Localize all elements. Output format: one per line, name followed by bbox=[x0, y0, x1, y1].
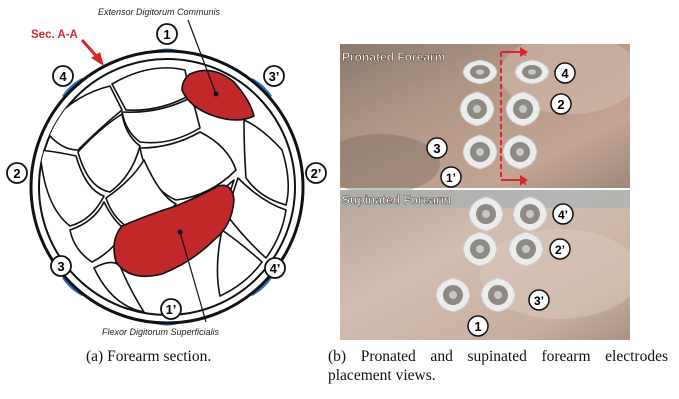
svg-text:3’: 3’ bbox=[269, 69, 280, 84]
photo-label-4prime: 4’ bbox=[553, 204, 573, 224]
leader-dot-top bbox=[214, 92, 219, 97]
svg-text:4’: 4’ bbox=[558, 208, 568, 222]
electrode-placement-photos: Pronated Forearm Supinated Forearm A A 4… bbox=[340, 44, 630, 340]
svg-text:4: 4 bbox=[561, 66, 569, 81]
svg-text:2’: 2’ bbox=[311, 166, 322, 181]
electrode-label-2: 2 bbox=[7, 163, 27, 183]
svg-text:3: 3 bbox=[433, 141, 440, 156]
photo-label-2: 2 bbox=[551, 94, 571, 114]
section-label: Sec. A-A bbox=[31, 29, 78, 41]
caption-forearm-section: (a) Forearm section. bbox=[86, 347, 286, 366]
svg-text:3’: 3’ bbox=[534, 294, 544, 308]
leader-dot-bottom bbox=[178, 230, 183, 235]
svg-text:2: 2 bbox=[13, 166, 20, 181]
supinated-title: Supinated Forearm bbox=[342, 193, 451, 207]
forearm-section-figure: Extensor Digitorum Communis Flexor Digit… bbox=[0, 0, 330, 345]
electrode-label-1prime: 1’ bbox=[161, 299, 181, 319]
section-marker-top: A bbox=[520, 48, 527, 58]
svg-text:2’: 2’ bbox=[555, 243, 565, 257]
electrode-label-2prime: 2’ bbox=[306, 163, 326, 183]
section-marker-bottom: A bbox=[520, 177, 527, 187]
photo-label-3: 3 bbox=[427, 138, 447, 158]
muscle-label-top: Extensor Digitorum Communis bbox=[98, 7, 221, 17]
svg-text:1: 1 bbox=[163, 27, 170, 42]
caption-electrode-placement: (b) Pronated and supinated forearm elect… bbox=[328, 347, 668, 385]
electrode-label-4prime: 4’ bbox=[265, 258, 285, 278]
electrode-label-3: 3 bbox=[51, 256, 71, 276]
photo-label-1: 1 bbox=[468, 316, 488, 336]
svg-text:4’: 4’ bbox=[270, 261, 281, 276]
photo-label-3prime: 3’ bbox=[529, 290, 549, 310]
svg-text:2: 2 bbox=[557, 97, 564, 112]
pronated-title: Pronated Forearm bbox=[342, 50, 445, 64]
svg-text:1’: 1’ bbox=[446, 171, 456, 185]
photo-label-2prime: 2’ bbox=[550, 239, 570, 259]
photo-label-4: 4 bbox=[555, 63, 575, 83]
muscle-label-bottom: Flexor Digitorum Superficialis bbox=[102, 327, 220, 337]
svg-text:4: 4 bbox=[59, 69, 67, 84]
electrode-label-4: 4 bbox=[53, 66, 73, 86]
electrode-label-1: 1 bbox=[157, 24, 177, 44]
electrode-label-3prime: 3’ bbox=[264, 66, 284, 86]
svg-text:1: 1 bbox=[474, 319, 481, 334]
svg-text:3: 3 bbox=[57, 259, 64, 274]
svg-text:1’: 1’ bbox=[166, 302, 177, 317]
photo-label-1prime: 1’ bbox=[441, 167, 461, 187]
